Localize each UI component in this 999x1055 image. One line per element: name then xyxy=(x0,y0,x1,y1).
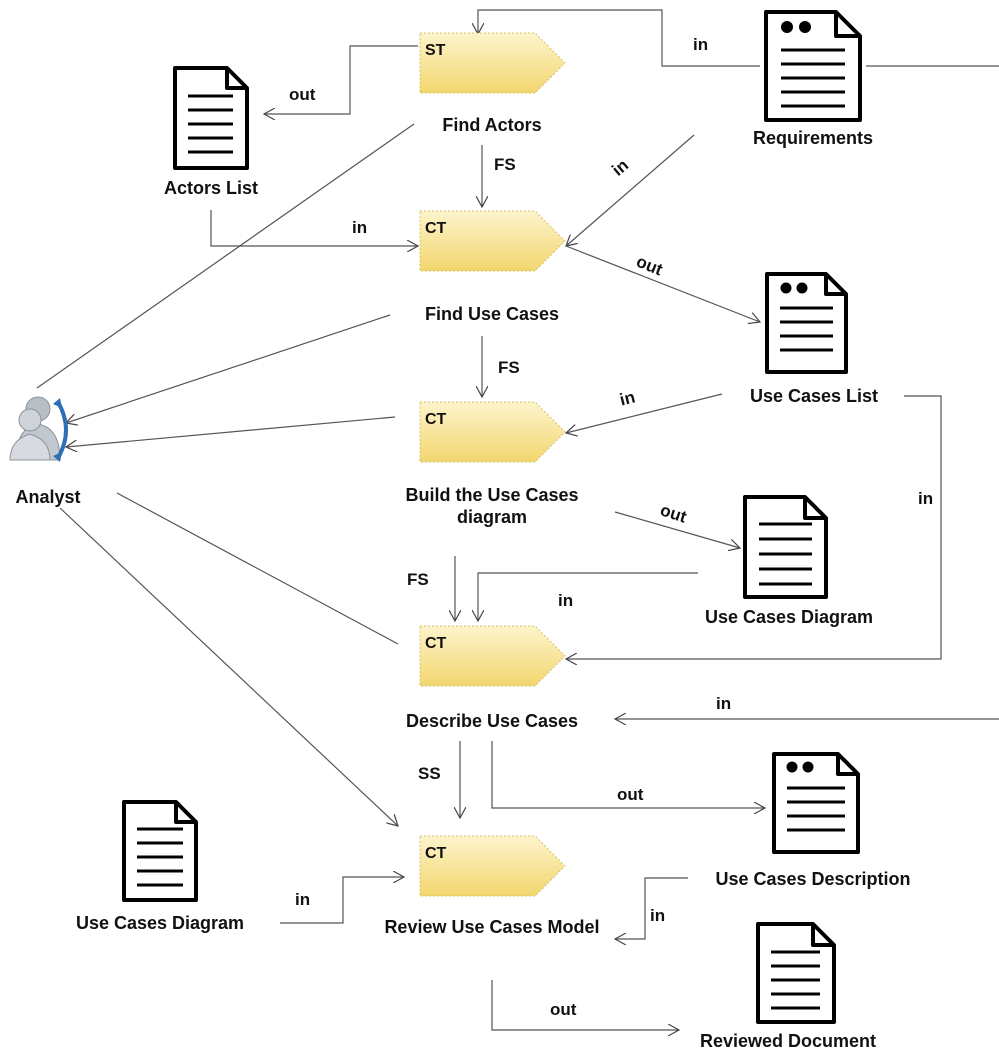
actor-label-analyst: Analyst xyxy=(15,487,81,507)
document-icon[interactable] xyxy=(765,272,848,374)
flow-label-in: in xyxy=(650,906,666,925)
document-icon[interactable] xyxy=(764,10,862,122)
dependency-label-fs: FS xyxy=(498,358,520,377)
flow-requirements-to-find-actors xyxy=(478,9,760,67)
flow-label-in: in xyxy=(918,489,934,508)
flow-label-in: in xyxy=(295,890,311,909)
flow-label-out: out xyxy=(550,1000,577,1019)
flow-describe-to-description xyxy=(491,741,765,808)
activity-type-label: ST xyxy=(425,42,446,59)
flow-label-in: in xyxy=(716,694,732,713)
analyst-to-find-use-cases xyxy=(66,314,391,423)
flow-label-in: in xyxy=(558,591,574,610)
flow-description-to-review xyxy=(615,877,688,939)
analyst-to-build xyxy=(66,416,396,447)
activity-type-label: CT xyxy=(425,845,447,862)
activity-type-label: CT xyxy=(425,220,447,237)
activity-type-label: CT xyxy=(425,635,447,652)
document-icon[interactable] xyxy=(173,66,249,170)
flow-find-actors-to-actors-list xyxy=(264,45,418,114)
document-label-use-cases-list: Use Cases List xyxy=(749,386,879,406)
activity-name-describe-use-cases: Describe Use Cases xyxy=(405,711,579,731)
dependency-label-fs: FS xyxy=(494,155,516,174)
document-label-actors-list: Actors List xyxy=(163,178,259,198)
document-icon[interactable] xyxy=(756,922,836,1024)
activity-build-use-cases-diagram[interactable]: CT xyxy=(419,401,566,463)
document-icon[interactable] xyxy=(772,752,860,854)
activity-find-use-cases[interactable]: CT xyxy=(419,210,566,272)
flow-build-to-use-cases-diagram xyxy=(614,511,740,548)
flow-label-in: in xyxy=(352,218,368,237)
flow-use-cases-list-to-describe xyxy=(566,395,942,659)
activity-name-review-use-cases-model: Review Use Cases Model xyxy=(384,917,600,937)
document-icon[interactable] xyxy=(122,800,198,902)
activity-name-build-use-cases-diagram: Build the Use Cases diagram xyxy=(405,485,579,527)
activity-describe-use-cases[interactable]: CT xyxy=(419,625,566,687)
analyst-to-find-actors xyxy=(36,123,415,389)
flow-label-in: in xyxy=(693,35,709,54)
flow-requirements-to-find-use-cases xyxy=(566,134,695,246)
flow-label-out: out xyxy=(617,785,644,804)
flow-use-cases-diagram-to-describe xyxy=(478,572,698,621)
analyst-role-icon[interactable] xyxy=(9,396,68,462)
analyst-to-review xyxy=(59,507,398,826)
flow-diagram-input-to-review xyxy=(280,877,404,924)
flow-review-to-reviewed-document xyxy=(491,980,679,1030)
analyst-to-describe xyxy=(116,492,399,645)
document-label-use-cases-diagram: Use Cases Diagram xyxy=(704,607,874,627)
flow-find-use-cases-to-use-cases-list xyxy=(565,245,760,322)
document-label-requirements: Requirements xyxy=(752,128,874,148)
activity-name-find-use-cases: Find Use Cases xyxy=(424,304,560,324)
document-label-reviewed-document: Reviewed Document xyxy=(699,1031,877,1051)
dependency-label-fs: FS xyxy=(407,570,429,589)
activity-review-use-cases-model[interactable]: CT xyxy=(419,835,566,897)
activity-name-find-actors: Find Actors xyxy=(442,115,542,135)
activity-type-label: CT xyxy=(425,411,447,428)
activity-find-actors[interactable]: ST xyxy=(419,32,566,94)
flow-label-out: out xyxy=(289,85,316,104)
document-icon[interactable] xyxy=(743,495,828,599)
document-label-use-cases-description: Use Cases Description xyxy=(715,869,911,889)
flow-use-cases-list-to-build xyxy=(566,393,723,433)
document-label-use-cases-diagram-input: Use Cases Diagram xyxy=(75,913,245,933)
connectors xyxy=(36,9,999,1030)
flow-actors-list-to-find-use-cases xyxy=(210,210,418,246)
dependency-label-ss: SS xyxy=(418,764,441,783)
